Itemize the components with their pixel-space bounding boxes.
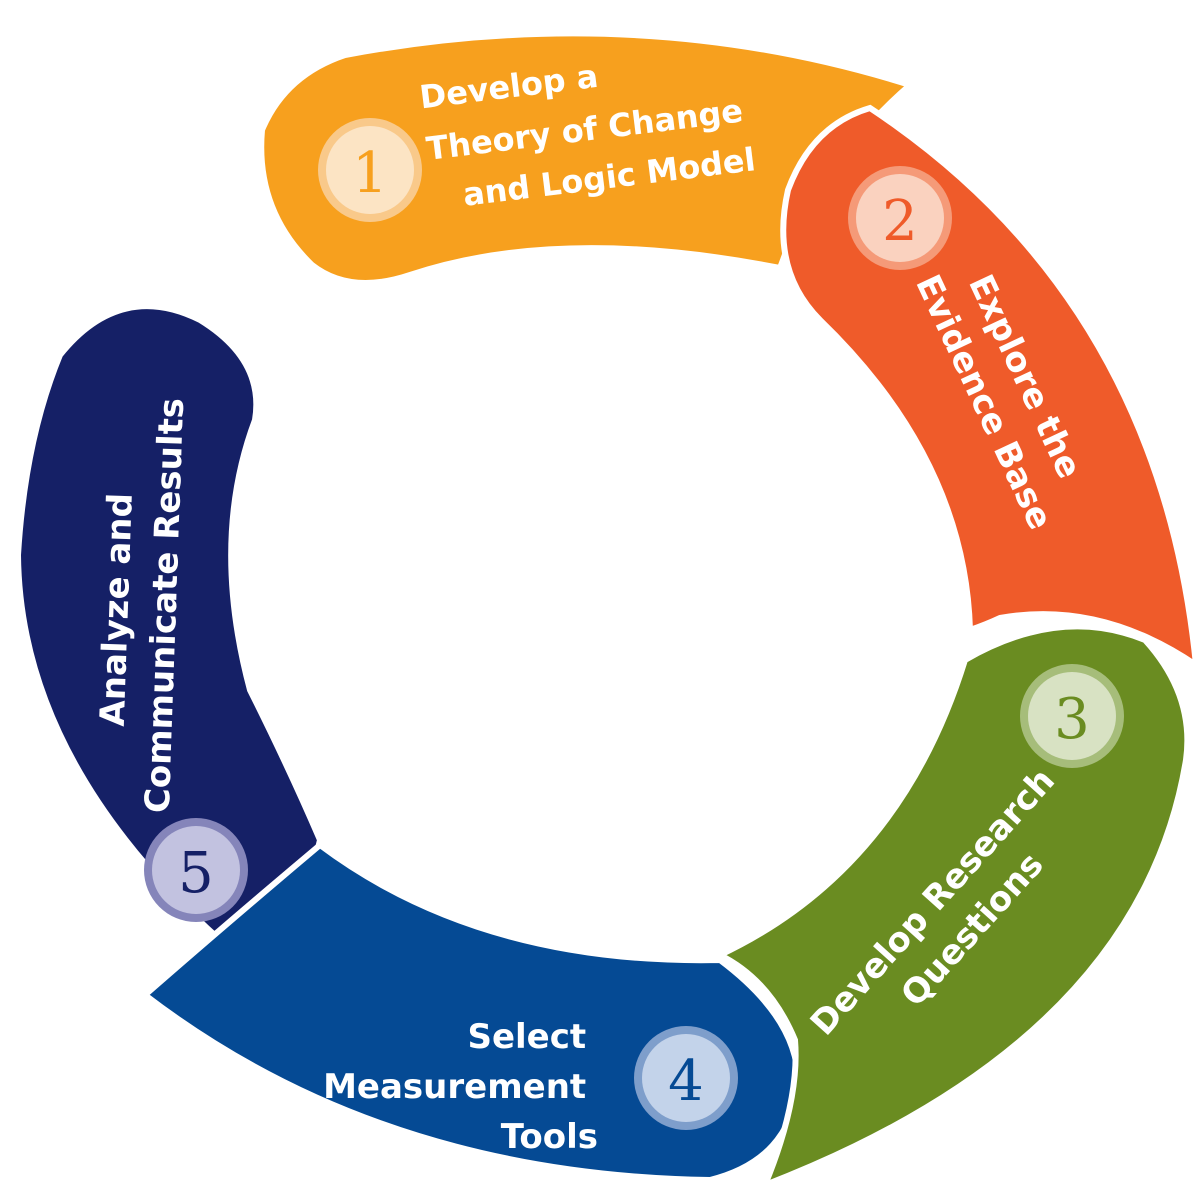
badge-4-number: 4 xyxy=(668,1049,704,1114)
segment-1-develop-theory[interactable] xyxy=(258,30,917,286)
badge-1: 1 xyxy=(318,118,422,222)
segment-5-analyze[interactable] xyxy=(14,303,324,944)
badge-5: 5 xyxy=(144,818,248,922)
step-4-line-1: Select xyxy=(467,1017,586,1057)
svg-text:Select Measurement: Select Measurement Tools xyxy=(323,1017,598,1157)
badge-5-number: 5 xyxy=(178,841,214,906)
badge-4: 4 xyxy=(634,1026,738,1130)
badge-1-number: 1 xyxy=(352,141,388,206)
segment-4-select-measurement[interactable] xyxy=(140,841,802,1184)
badge-3-number: 3 xyxy=(1054,687,1090,752)
step-5-label: Analyze and Communicate Results xyxy=(90,396,192,814)
badge-2-number: 2 xyxy=(882,189,918,254)
svg-text:Analyze and Communicate: Analyze and Communicate Results xyxy=(90,396,192,814)
step-4-label: Select Measurement Tools xyxy=(323,1017,598,1157)
badge-3: 3 xyxy=(1020,664,1124,768)
step-5-line-1: Analyze and xyxy=(93,492,141,727)
step-4-line-3: Tools xyxy=(501,1117,598,1157)
step-4-line-2: Measurement xyxy=(323,1067,586,1107)
badge-2: 2 xyxy=(848,166,952,270)
